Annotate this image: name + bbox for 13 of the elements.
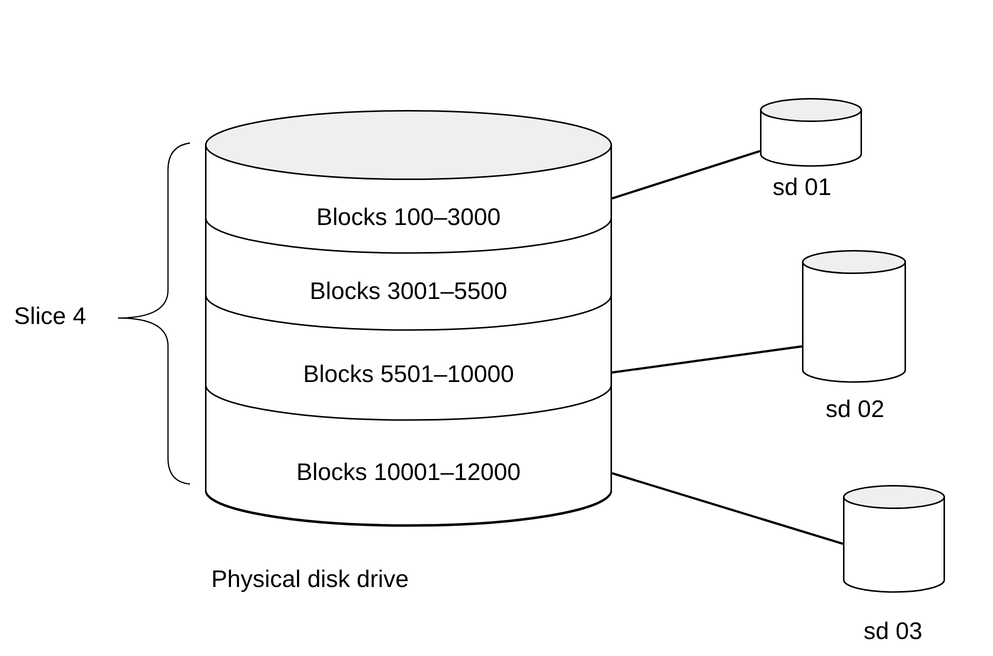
disk-caption: Physical disk drive — [211, 566, 409, 594]
block-range-text: Blocks 100–3000 — [316, 204, 501, 232]
volume-name: sd 03 — [864, 618, 922, 646]
disk-band — [205, 385, 612, 525]
connector-line — [612, 150, 760, 200]
block-range-text: Blocks 3001–5500 — [310, 278, 508, 306]
connector-line — [612, 472, 844, 545]
connector-line — [612, 345, 802, 374]
block-range-text: Blocks 5501–10000 — [303, 361, 514, 389]
slice-label: Slice 4 — [14, 303, 86, 331]
volume-name: sd 02 — [826, 396, 884, 424]
volume-name: sd 01 — [772, 174, 832, 202]
block-range-text: Blocks 10001–12000 — [296, 458, 521, 486]
